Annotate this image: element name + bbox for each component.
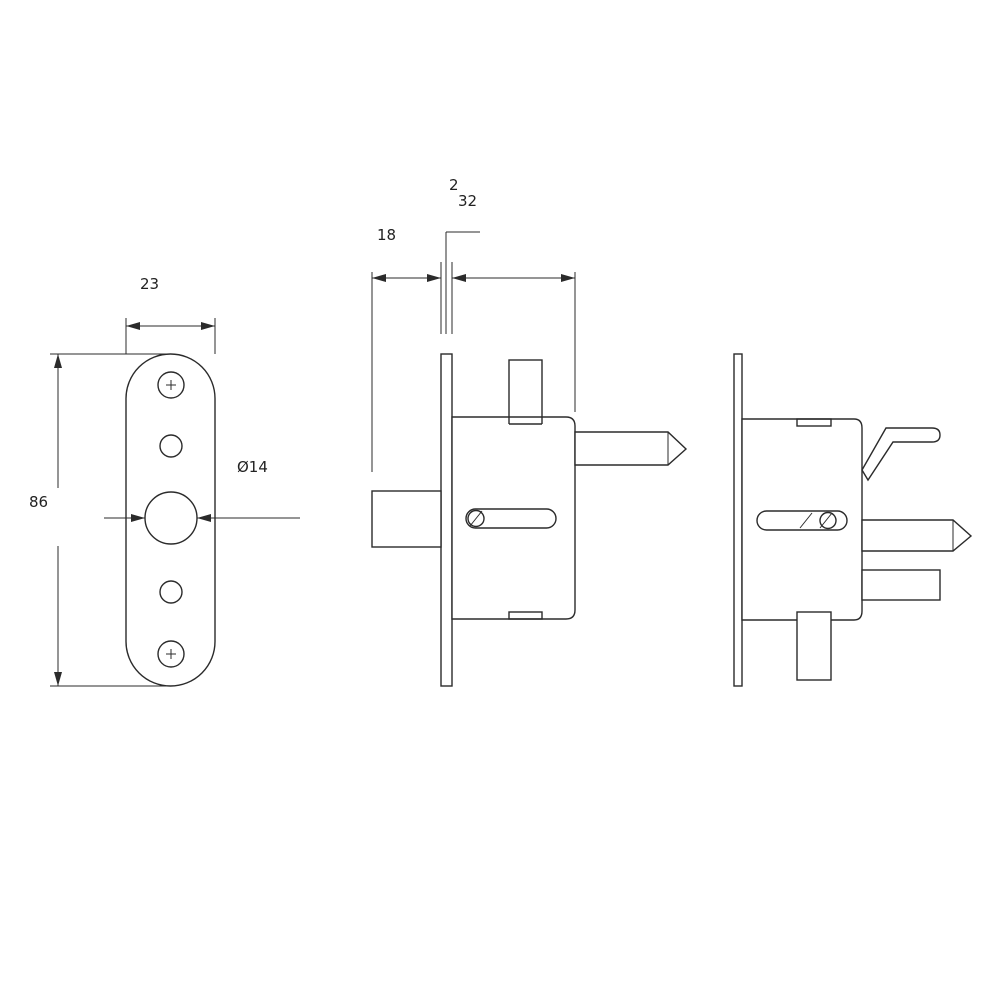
dimension-width-label: 23: [140, 275, 159, 293]
dimension-thickness-label: 2: [449, 176, 459, 194]
side-slot: [465, 508, 557, 529]
alt-top-notch: [796, 418, 832, 427]
top-screw-hole: [157, 371, 185, 399]
alt-latch-arm: [861, 427, 941, 482]
dimension-diameter: Ø14: [104, 458, 300, 522]
dimension-height: 86: [29, 353, 170, 687]
upper-small-hole: [159, 434, 183, 458]
dimension-diameter-label: Ø14: [237, 458, 268, 476]
side-plate: [440, 353, 453, 687]
dimension-length-label: 32: [458, 192, 477, 210]
front-plate: [125, 353, 216, 687]
side-view: 18 2 32: [371, 176, 688, 687]
front-view: 23 86 Ø14: [29, 275, 300, 687]
lower-small-hole: [159, 580, 183, 604]
alt-body: [741, 418, 863, 621]
side-bottom-notch: [508, 611, 543, 620]
side-bolt-stub: [371, 490, 442, 548]
alt-plate: [733, 353, 743, 687]
dimension-thickness: 2: [440, 176, 480, 334]
alt-slot: [756, 510, 848, 531]
side-pin: [574, 431, 688, 466]
side-body: [451, 416, 576, 620]
bottom-screw-hole: [157, 640, 185, 668]
dimension-length: 32: [452, 192, 576, 412]
dimension-depth-label: 18: [377, 226, 396, 244]
dimension-width: 23: [125, 275, 216, 354]
alt-pin: [861, 519, 973, 552]
alt-bolt-stub: [861, 569, 941, 601]
dimension-height-label: 86: [29, 493, 48, 511]
dimension-depth: 18: [371, 226, 441, 472]
side-view-alternate: [733, 353, 973, 687]
side-top-tab: [508, 359, 543, 425]
alt-bottom-tab: [796, 611, 832, 681]
center-bolt-hole: [144, 491, 198, 545]
